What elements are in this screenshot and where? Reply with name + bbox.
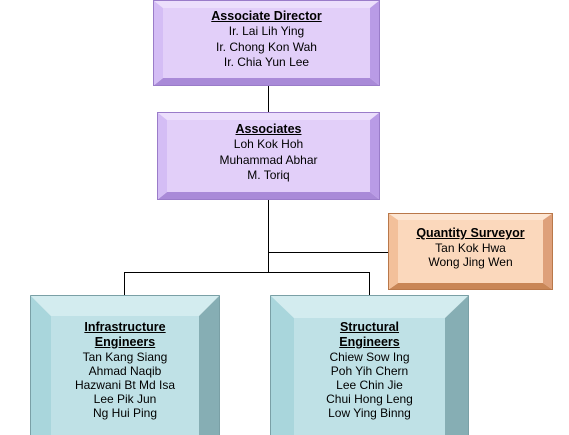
quantity-surveyor-name: Tan Kok Hwa xyxy=(435,241,506,255)
connector-associates-trunk xyxy=(268,200,269,272)
structural-name: Lee Chin Jie xyxy=(336,378,403,392)
infrastructure-name: Hazwani Bt Md Isa xyxy=(74,378,176,392)
structural-title: Structural Engineers xyxy=(339,320,400,349)
infrastructure-name: Ahmad Naqib xyxy=(88,364,162,378)
director-bevel xyxy=(153,0,380,86)
connector-director-associates xyxy=(268,86,269,112)
infrastructure-engineers-box: Infrastructure Engineers Tan Kang Siang … xyxy=(30,295,220,435)
associate-director-box: Associate Director Ir. Lai Lih Ying Ir. … xyxy=(153,0,380,86)
structural-name: Poh Yih Chern xyxy=(330,364,409,378)
director-title: Associate Director xyxy=(211,9,322,23)
structural-engineers-box: Structural Engineers Chiew Sow Ing Poh Y… xyxy=(270,295,469,435)
quantity-surveyor-bevel xyxy=(388,213,553,290)
quantity-surveyor-title: Quantity Surveyor xyxy=(416,226,525,240)
associates-title: Associates xyxy=(235,122,302,136)
associates-box: Associates Loh Kok Hoh Muhammad Abhar M.… xyxy=(157,112,380,200)
associate-name: Muhammad Abhar xyxy=(219,152,318,167)
director-name: Ir. Lai Lih Ying xyxy=(228,24,305,38)
connector-horizontal-bar xyxy=(124,272,370,273)
connector-to-structural xyxy=(369,272,370,295)
infrastructure-name: Lee Pik Jun xyxy=(93,392,157,406)
structural-name: Chiew Sow Ing xyxy=(329,350,410,364)
structural-name: Chui Hong Leng xyxy=(326,392,413,406)
connector-to-infrastructure xyxy=(124,272,125,295)
associates-bevel xyxy=(157,112,380,200)
infrastructure-name: Ng Hui Ping xyxy=(92,406,158,420)
quantity-surveyor-name: Wong Jing Wen xyxy=(428,255,513,269)
associate-name: Loh Kok Hoh xyxy=(233,137,304,151)
associate-name: M. Toriq xyxy=(247,168,290,182)
structural-bevel xyxy=(270,295,469,435)
infrastructure-title: Infrastructure Engineers xyxy=(84,320,166,349)
connector-to-quantity-surveyor xyxy=(268,252,388,253)
infrastructure-bevel xyxy=(30,295,220,435)
director-name: Ir. Chia Yun Lee xyxy=(223,55,310,69)
quantity-surveyor-box: Quantity Surveyor Tan Kok Hwa Wong Jing … xyxy=(388,213,553,290)
infrastructure-name: Tan Kang Siang xyxy=(82,350,168,364)
structural-name: Low Ying Binng xyxy=(328,406,411,420)
director-name: Ir. Chong Kon Wah xyxy=(216,39,317,54)
